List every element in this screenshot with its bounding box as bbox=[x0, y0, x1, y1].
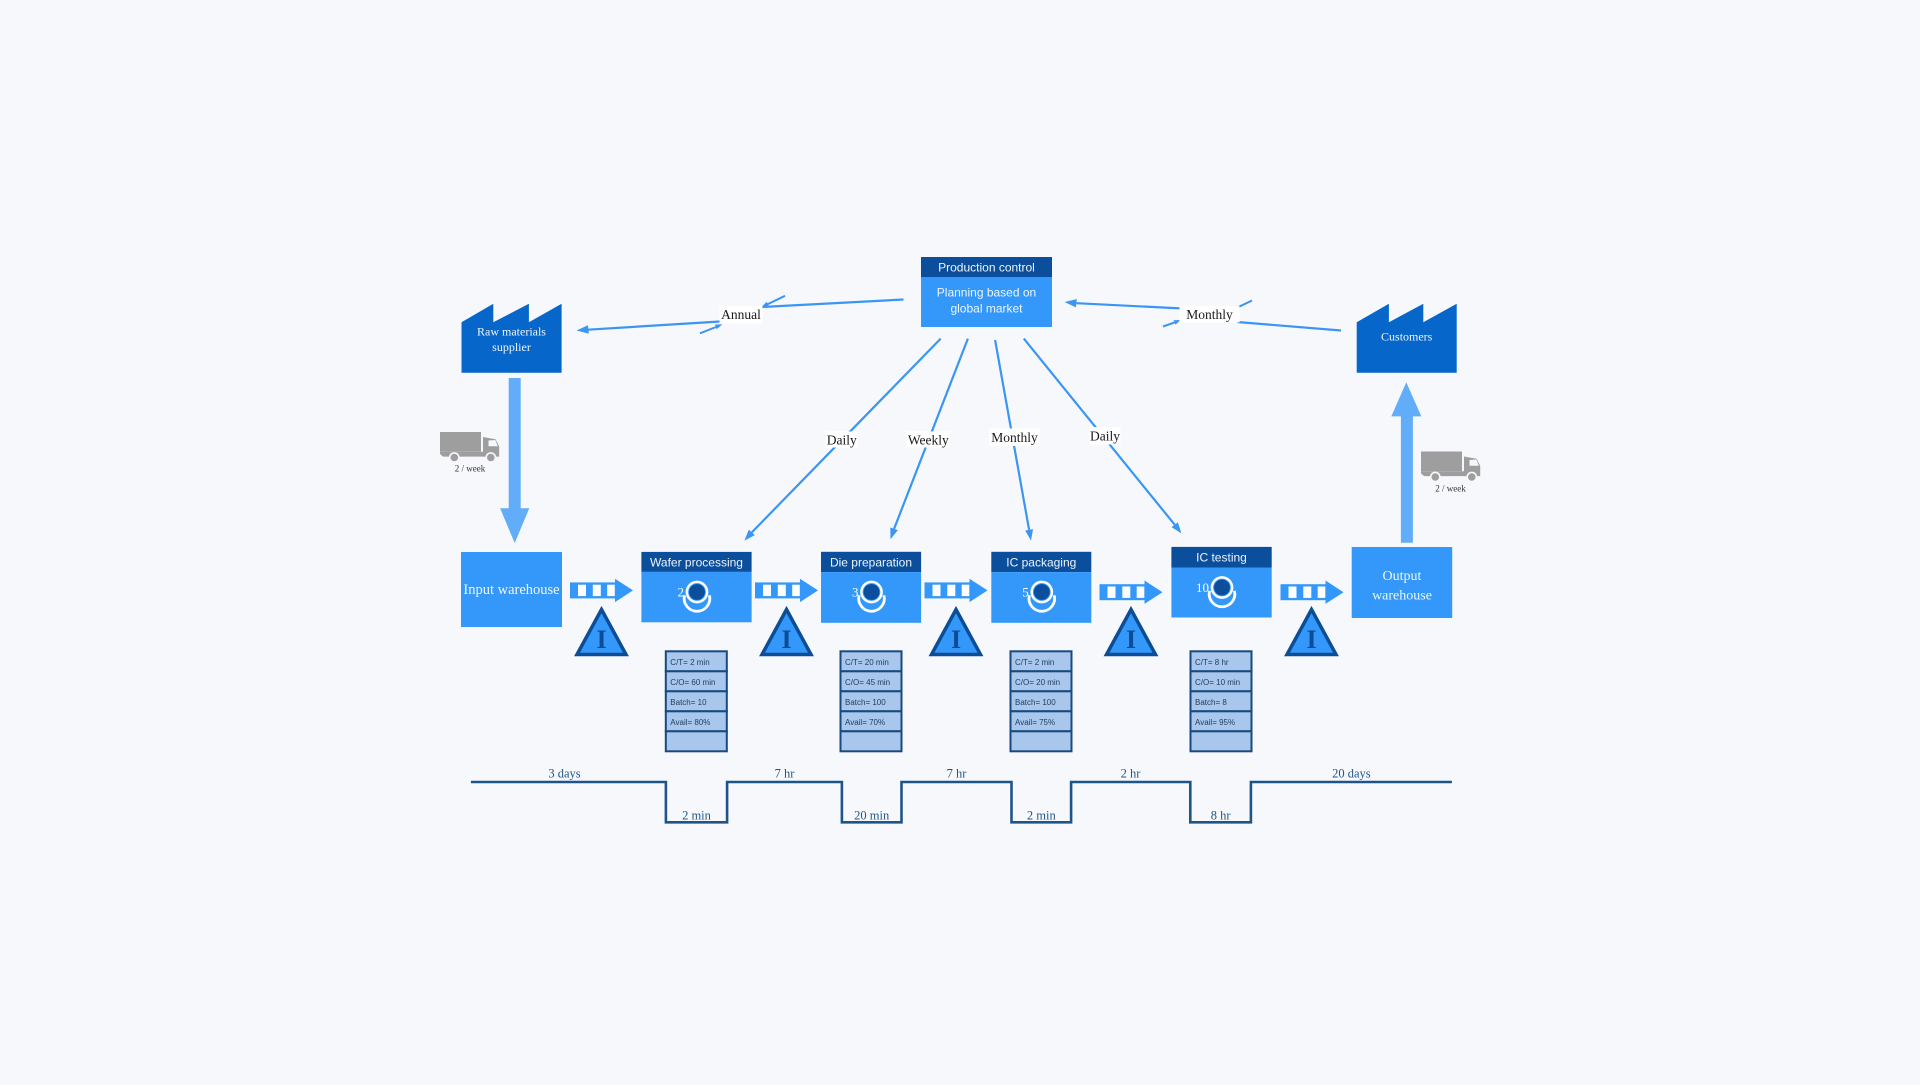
svg-text:C/T= 2 min: C/T= 2 min bbox=[670, 658, 709, 667]
svg-text:7 hr: 7 hr bbox=[947, 766, 968, 780]
svg-text:2 min: 2 min bbox=[1027, 809, 1057, 823]
svg-text:Batch= 8: Batch= 8 bbox=[1195, 698, 1227, 707]
svg-text:20 days: 20 days bbox=[1332, 766, 1371, 780]
svg-text:3 days: 3 days bbox=[548, 766, 580, 780]
svg-text:I: I bbox=[596, 625, 606, 654]
svg-text:C/T= 20 min: C/T= 20 min bbox=[845, 658, 889, 667]
svg-text:Die preparation: Die preparation bbox=[830, 555, 912, 569]
svg-text:I: I bbox=[781, 625, 791, 654]
svg-text:I: I bbox=[1306, 625, 1316, 654]
svg-text:Avail= 75%: Avail= 75% bbox=[1015, 718, 1055, 727]
svg-text:I: I bbox=[951, 625, 961, 654]
svg-text:5: 5 bbox=[1022, 585, 1029, 600]
svg-text:Annual: Annual bbox=[721, 307, 761, 322]
svg-text:Weekly: Weekly bbox=[908, 432, 949, 447]
svg-text:warehouse: warehouse bbox=[1372, 589, 1432, 604]
svg-text:C/T= 8 hr: C/T= 8 hr bbox=[1195, 658, 1229, 667]
svg-text:Wafer processing: Wafer processing bbox=[650, 555, 743, 569]
svg-text:Daily: Daily bbox=[1090, 429, 1120, 444]
svg-text:3: 3 bbox=[852, 585, 859, 600]
svg-text:Batch= 100: Batch= 100 bbox=[845, 698, 886, 707]
svg-text:7 hr: 7 hr bbox=[775, 766, 796, 780]
svg-text:Monthly: Monthly bbox=[1186, 307, 1233, 322]
svg-text:20 min: 20 min bbox=[854, 809, 890, 823]
svg-text:I: I bbox=[1126, 625, 1136, 654]
svg-text:supplier: supplier bbox=[492, 340, 531, 354]
svg-text:IC testing: IC testing bbox=[1196, 550, 1247, 564]
svg-text:Monthly: Monthly bbox=[991, 430, 1038, 445]
svg-text:2 hr: 2 hr bbox=[1121, 766, 1142, 780]
svg-text:2: 2 bbox=[678, 585, 685, 600]
svg-text:Output: Output bbox=[1383, 569, 1422, 584]
svg-text:10: 10 bbox=[1196, 580, 1209, 595]
svg-text:Daily: Daily bbox=[827, 432, 857, 447]
svg-text:Avail= 95%: Avail= 95% bbox=[1195, 718, 1235, 727]
svg-text:2 / week: 2 / week bbox=[1435, 484, 1466, 494]
svg-text:Input warehouse: Input warehouse bbox=[463, 582, 559, 598]
svg-text:Batch= 100: Batch= 100 bbox=[1015, 698, 1056, 707]
svg-text:Batch= 10: Batch= 10 bbox=[670, 698, 707, 707]
svg-text:Raw materials: Raw materials bbox=[477, 325, 546, 339]
svg-text:Planning based on: Planning based on bbox=[937, 286, 1036, 300]
svg-text:Customers: Customers bbox=[1381, 330, 1433, 344]
svg-text:Production control: Production control bbox=[938, 261, 1035, 275]
svg-text:global market: global market bbox=[950, 302, 1023, 316]
svg-text:IC packaging: IC packaging bbox=[1006, 555, 1076, 569]
svg-text:C/O= 20 min: C/O= 20 min bbox=[1015, 678, 1060, 687]
svg-text:C/O= 60 min: C/O= 60 min bbox=[670, 678, 715, 687]
svg-text:Avail= 70%: Avail= 70% bbox=[845, 718, 885, 727]
svg-text:C/O= 10 min: C/O= 10 min bbox=[1195, 678, 1240, 687]
svg-text:2 / week: 2 / week bbox=[455, 464, 486, 474]
svg-text:2 min: 2 min bbox=[682, 809, 712, 823]
svg-text:C/T= 2 min: C/T= 2 min bbox=[1015, 658, 1054, 667]
svg-text:8 hr: 8 hr bbox=[1211, 809, 1232, 823]
svg-text:Avail= 80%: Avail= 80% bbox=[670, 718, 710, 727]
svg-text:C/O= 45 min: C/O= 45 min bbox=[845, 678, 890, 687]
